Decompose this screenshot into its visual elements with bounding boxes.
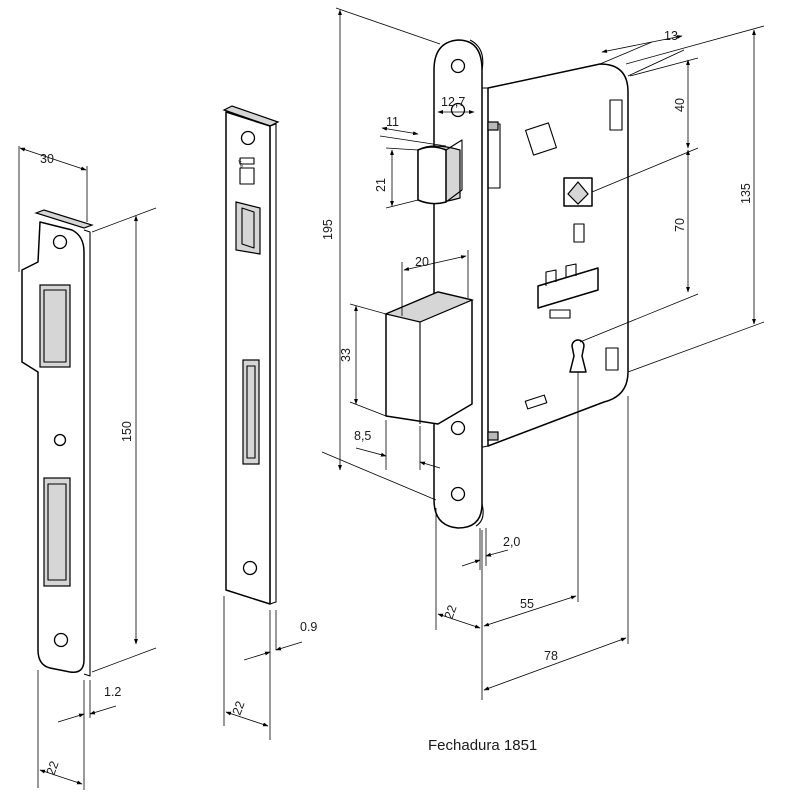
case-rack [537,267,599,309]
lock-plate-screw-hole-bottom [450,486,466,502]
keyhole [569,339,587,373]
dim-deadbolt-width: 8,5 [354,429,371,443]
strike-screw-hole-bottom [53,632,69,648]
faceplate-thickness [269,123,277,605]
strike-plate-top-edge [34,209,94,229]
deadbolt-top [384,291,474,323]
strike-latch-opening-inner [43,289,67,363]
strike-latch-opening [39,284,71,368]
faceplate-bolt-opening [242,359,260,465]
lock-plate-screw-hole-3 [450,420,466,436]
dim-body-depth: 78 [544,649,558,663]
dim-latch-height: 21 [374,178,388,192]
lock-case [487,63,629,447]
dim-strike-height: 150 [120,421,134,442]
faceplate: MAB [222,105,280,605]
strike-bolt-opening-inner [47,483,67,581]
faceplate-body [225,111,271,605]
faceplate-marking [239,167,255,185]
handle-spindle-hole [567,181,589,205]
dim-deadbolt-throw: 20 [415,255,429,269]
dim-strike-width: 30 [40,152,54,166]
case-slot-bottom-right [605,347,619,371]
dim-front-plate-width: 22 [442,603,460,621]
faceplate-logo [239,157,255,165]
dim-top-to-follower: 40 [673,98,687,112]
case-pin-bottom [487,431,499,441]
faceplate-bolt-opening-inner [246,365,256,459]
case-lever [549,309,571,319]
figure-caption: Fechadura 1851 [428,737,537,754]
strike-plate-dimensions: 30 150 1.2 22 [18,146,157,790]
faceplate-latch-opening-inner [241,207,255,249]
dim-faceplate-width: 22 [230,699,248,717]
case-pin-top [487,121,499,131]
strike-screw-hole-top [52,234,68,250]
dim-deadbolt-height: 33 [339,348,353,362]
dim-case-height: 135 [739,183,753,204]
dim-plate-thickness: 2,0 [503,535,520,549]
case-small-slot [573,223,585,243]
dim-case-depth: 13 [664,29,678,43]
faceplate-screw-hole-bottom [242,560,258,576]
lock-front-plate-side [469,39,484,527]
strike-plate-thickness [83,229,91,677]
lock-body [384,39,629,529]
lock-body-dimensions: 195 13 12,7 11 21 40 70 135 20 [321,7,765,700]
strike-screw-hole-middle [53,433,67,447]
dim-follower-to-keyhole: 70 [673,218,687,232]
dim-backset: 55 [520,597,534,611]
case-window-top [525,122,557,156]
latch-bolt [417,146,447,205]
case-rack-teeth [545,263,577,286]
case-slot-top-right [609,99,623,131]
dim-strike-thickness: 1.2 [104,685,121,699]
dim-faceplate-thickness: 0.9 [300,620,317,634]
dim-latch-width: 11 [386,115,399,129]
faceplate-screw-hole-top [240,130,256,146]
latch-bolt-side [445,139,463,203]
lock-plate-screw-hole-top [450,58,466,74]
case-slot-bottom [524,394,548,410]
dim-lock-height: 195 [321,219,335,240]
faceplate-dimensions: 0.9 22 [223,596,317,740]
dim-strike-bottom-width: 22 [44,759,62,777]
strike-plate [21,209,94,677]
dim-backset-plate: 12,7 [441,95,465,109]
